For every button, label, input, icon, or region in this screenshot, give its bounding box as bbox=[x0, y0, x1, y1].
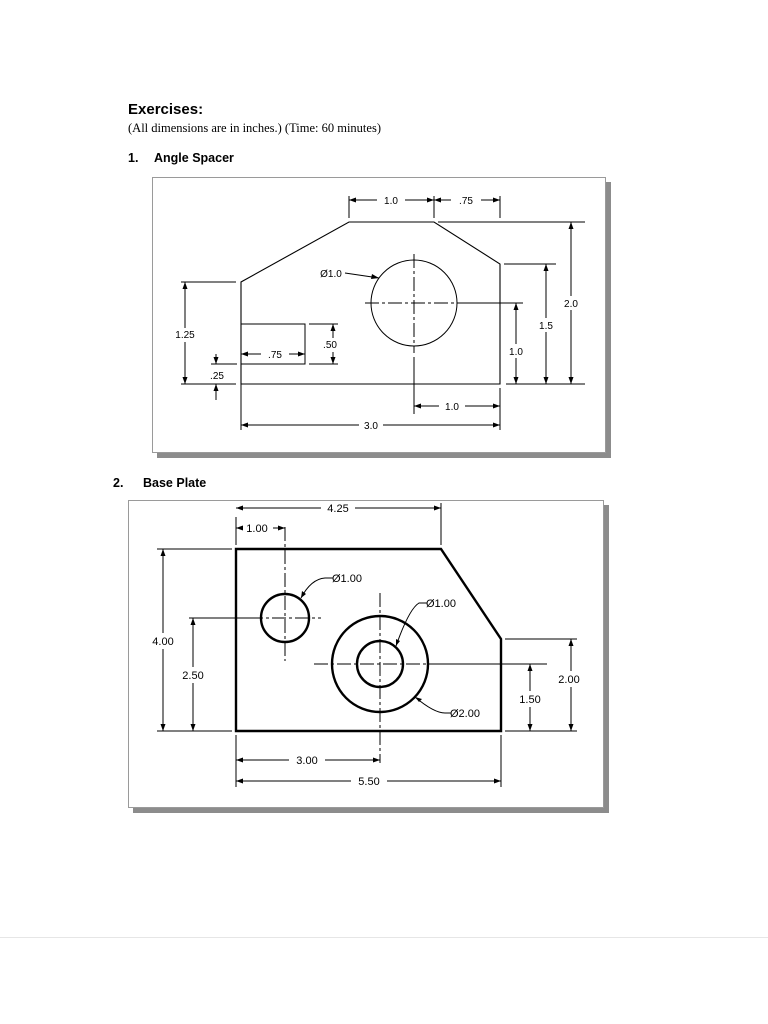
dim-top-a: 1.0 bbox=[384, 196, 398, 207]
angle-spacer-outline bbox=[240, 221, 501, 385]
dim-top-b: .75 bbox=[459, 196, 473, 207]
dim-hole-height: 1.0 bbox=[509, 347, 523, 358]
page-bottom-divider bbox=[0, 937, 768, 938]
dim-hole-1-x: 1.00 bbox=[246, 523, 267, 535]
exercise-2-name: Base Plate bbox=[143, 476, 207, 490]
exercise-2-title: 2. Base Plate bbox=[113, 476, 206, 490]
dim-hole-2-x: 3.00 bbox=[296, 755, 317, 767]
page-title: Exercises: bbox=[128, 101, 204, 118]
base-plate-drawing: 4.25 1.00 Ø1.00 Ø1.00 Ø2.00 4.00 2.50 2.… bbox=[152, 503, 580, 788]
dim-hole-2-outer-diameter: Ø2.00 bbox=[450, 708, 480, 720]
exercise-2-number: 2. bbox=[113, 476, 124, 490]
angle-spacer-drawing-frame: 1.0 .75 Ø1.0 1.25 .50 .75 .25 2.0 1.5 1.… bbox=[152, 177, 606, 453]
dim-hole-2-inner-diameter: Ø1.00 bbox=[426, 598, 456, 610]
dim-hole-1-diameter: Ø1.00 bbox=[332, 573, 362, 585]
exercise-1-number: 1. bbox=[128, 151, 139, 165]
exercise-1-title: 1. Angle Spacer bbox=[128, 151, 234, 165]
angle-spacer-drawing: 1.0 .75 Ø1.0 1.25 .50 .75 .25 2.0 1.5 1.… bbox=[175, 196, 585, 432]
base-plate-outline bbox=[234, 547, 503, 733]
dim-slot-width: .75 bbox=[268, 350, 282, 361]
dim-hole-2-y: 1.50 bbox=[519, 694, 540, 706]
dim-slot-depth: .50 bbox=[323, 340, 337, 351]
dim-hole-1-y: 2.50 bbox=[182, 670, 203, 682]
dim-base-step: .25 bbox=[210, 371, 224, 382]
dim-hole-offset: 1.0 bbox=[445, 402, 459, 413]
dim-hole-diameter: Ø1.0 bbox=[320, 269, 342, 280]
dim-overall-width: 3.0 bbox=[364, 421, 378, 432]
exercise-1-name: Angle Spacer bbox=[154, 151, 234, 165]
units-note: (All dimensions are in inches.) (Time: 6… bbox=[128, 121, 381, 135]
dim-right-height: 2.00 bbox=[558, 674, 579, 686]
dim-overall-height: 4.00 bbox=[152, 636, 173, 648]
dim-right-mid: 1.5 bbox=[539, 321, 553, 332]
dim-left-height: 1.25 bbox=[175, 330, 195, 341]
base-plate-drawing-frame: 4.25 1.00 Ø1.00 Ø1.00 Ø2.00 4.00 2.50 2.… bbox=[128, 500, 604, 808]
dim-top-width: 4.25 bbox=[327, 503, 348, 515]
dim-right-total: 2.0 bbox=[564, 299, 578, 310]
dim-overall-width: 5.50 bbox=[358, 776, 379, 788]
